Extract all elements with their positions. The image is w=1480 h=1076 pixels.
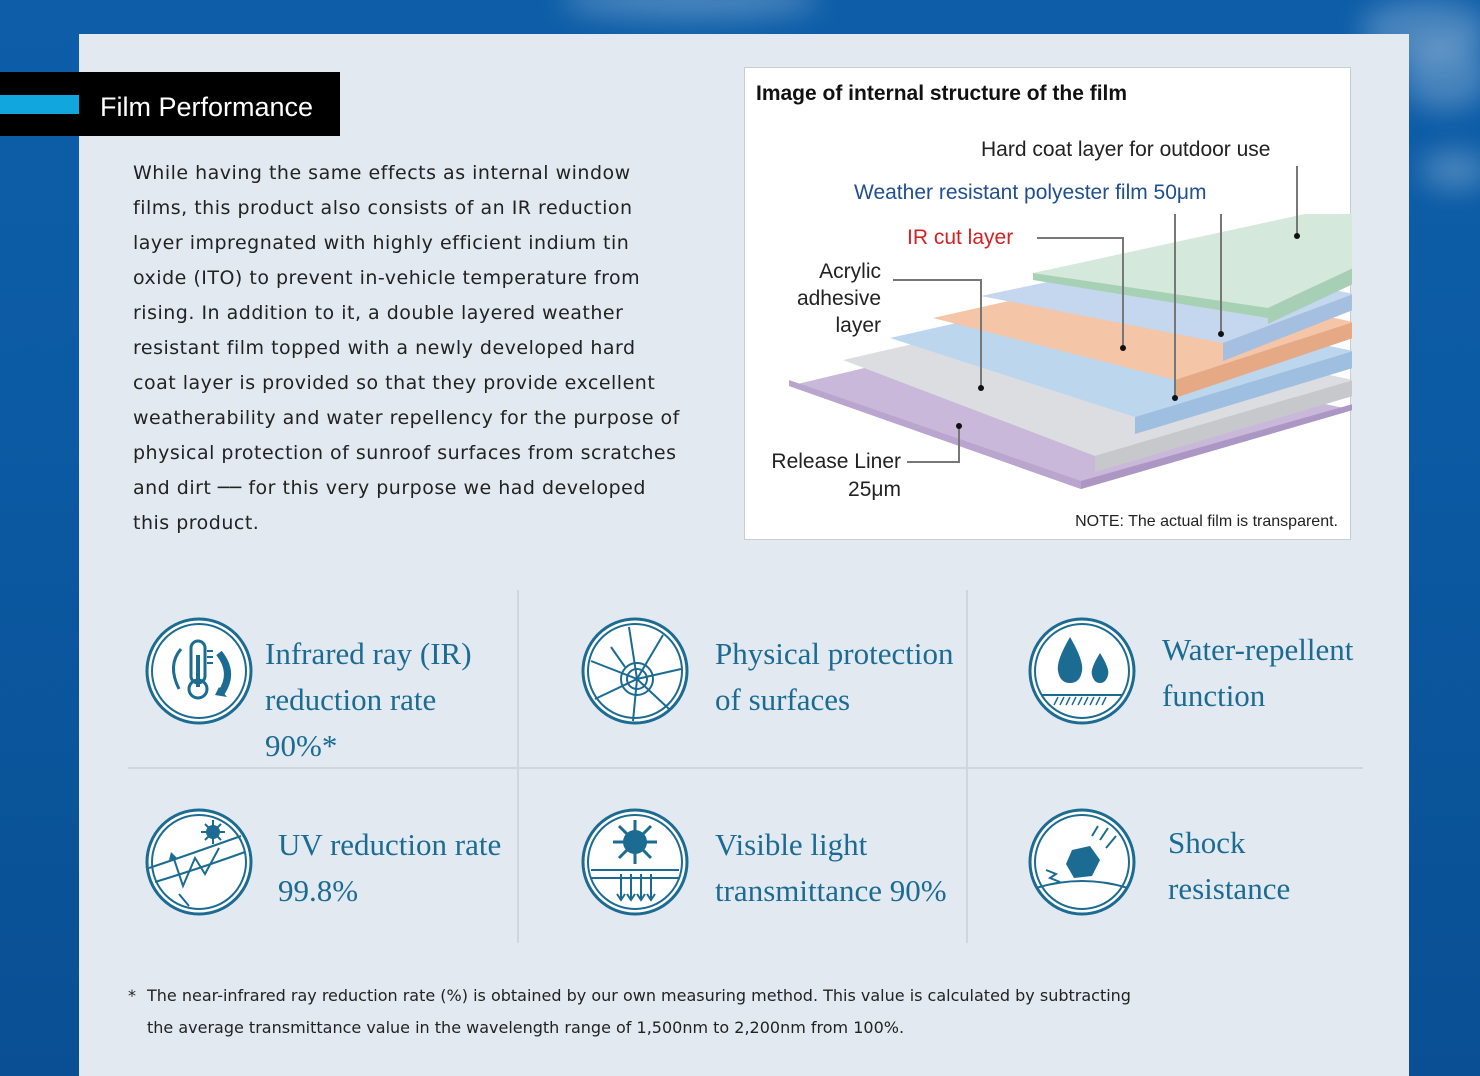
intro-line: oxide (ITO) to prevent in-vehicle temper… — [133, 267, 641, 289]
intro-line: films, this product also consists of an … — [133, 197, 633, 219]
weather-film-bottom-side — [1135, 351, 1352, 434]
acrylic-side — [1095, 380, 1352, 472]
feature-physical-protection: Physical protection of surfaces — [581, 617, 961, 727]
feature-visible-text: Visible light transmittance 90% — [715, 827, 947, 908]
grid-divider-vertical — [966, 590, 968, 943]
feature-ir-text: Infrared ray (IR) reduction rate 90%* — [265, 636, 472, 763]
feature-water-text: Water-repellent function — [1162, 632, 1354, 713]
film-structure-figure: Image of internal structure of the film — [744, 67, 1352, 540]
visible-light-icon — [581, 808, 689, 916]
release-liner-front — [789, 380, 1081, 489]
feature-uv-reduction: UV reduction rate 99.8% — [145, 808, 515, 918]
footnote-marker: * — [128, 986, 136, 1005]
hard-coat-side — [1268, 268, 1352, 324]
ir-cut-side — [1175, 322, 1352, 398]
acrylic-leader — [893, 279, 982, 388]
intro-paragraph: While having the same effects as interna… — [133, 156, 733, 541]
acrylic-label: Acrylic adhesive layer — [796, 260, 881, 337]
section-title: Film Performance — [100, 92, 314, 122]
intro-line: coat layer is provided so that they prov… — [133, 372, 656, 394]
layer-diagram — [789, 166, 1352, 489]
weather-film-label: Weather resistant polyester film 50μm — [854, 181, 1207, 204]
water-drops-icon — [1028, 617, 1136, 725]
feature-ir-reduction: Infrared ray (IR) reduction rate 90%* — [145, 617, 515, 763]
grid-divider-horizontal — [128, 767, 1363, 769]
feature-shock-text: Shock resistance — [1168, 825, 1291, 906]
intro-line: and dirt ── for this very purpose we had… — [133, 477, 646, 499]
shock-icon — [1028, 808, 1136, 916]
ir-cut-label: IR cut layer — [907, 226, 1014, 249]
feature-water-repellent: Water-repellent function — [1028, 617, 1368, 727]
thermometer-icon — [145, 617, 253, 725]
feature-uv-text: UV reduction rate 99.8% — [278, 827, 502, 908]
feature-shock-resistance: Shock resistance — [1028, 808, 1368, 918]
cloud-decoration — [560, 0, 820, 20]
weather-film-top-side — [1223, 294, 1352, 361]
intro-line: layer impregnated with highly efficient … — [133, 232, 630, 254]
hard-coat-label: Hard coat layer for outdoor use — [981, 138, 1271, 161]
section-accent-bar — [0, 95, 79, 114]
intro-line: weatherability and water repellency for … — [133, 407, 680, 429]
hard-coat-layer — [1033, 214, 1352, 308]
section-header: Film Performance — [0, 72, 340, 136]
uv-sun-icon — [145, 808, 253, 916]
grid-divider-vertical — [517, 590, 519, 943]
intro-line: rising. In addition to it, a double laye… — [133, 302, 624, 324]
cloud-decoration — [1420, 150, 1480, 190]
release-liner-label: Release Liner 25μm — [771, 450, 901, 501]
intro-line: resistant film topped with a newly devel… — [133, 337, 636, 359]
figure-note: NOTE: The actual film is transparent. — [1075, 513, 1338, 530]
intro-line: physical protection of sunroof surfaces … — [133, 442, 677, 464]
footnote-line: The near-infrared ray reduction rate (%)… — [147, 986, 1131, 1005]
figure-title: Image of internal structure of the film — [756, 82, 1128, 105]
ir-cut-leader — [1037, 237, 1124, 348]
intro-line: While having the same effects as interna… — [133, 162, 631, 184]
cloud-decoration — [1400, 40, 1480, 110]
feature-physical-text: Physical protection of surfaces — [715, 636, 954, 717]
release-liner-side — [1081, 404, 1352, 489]
cracked-glass-icon — [581, 617, 689, 725]
feature-visible-light: Visible light transmittance 90% — [581, 808, 961, 918]
hard-coat-edge — [1033, 273, 1268, 318]
footnote-line: the average transmittance value in the w… — [147, 1018, 905, 1037]
release-liner-leader — [907, 426, 960, 463]
footnote: * The near-infrared ray reduction rate (… — [128, 980, 1308, 1044]
intro-line: this product. — [133, 512, 260, 534]
